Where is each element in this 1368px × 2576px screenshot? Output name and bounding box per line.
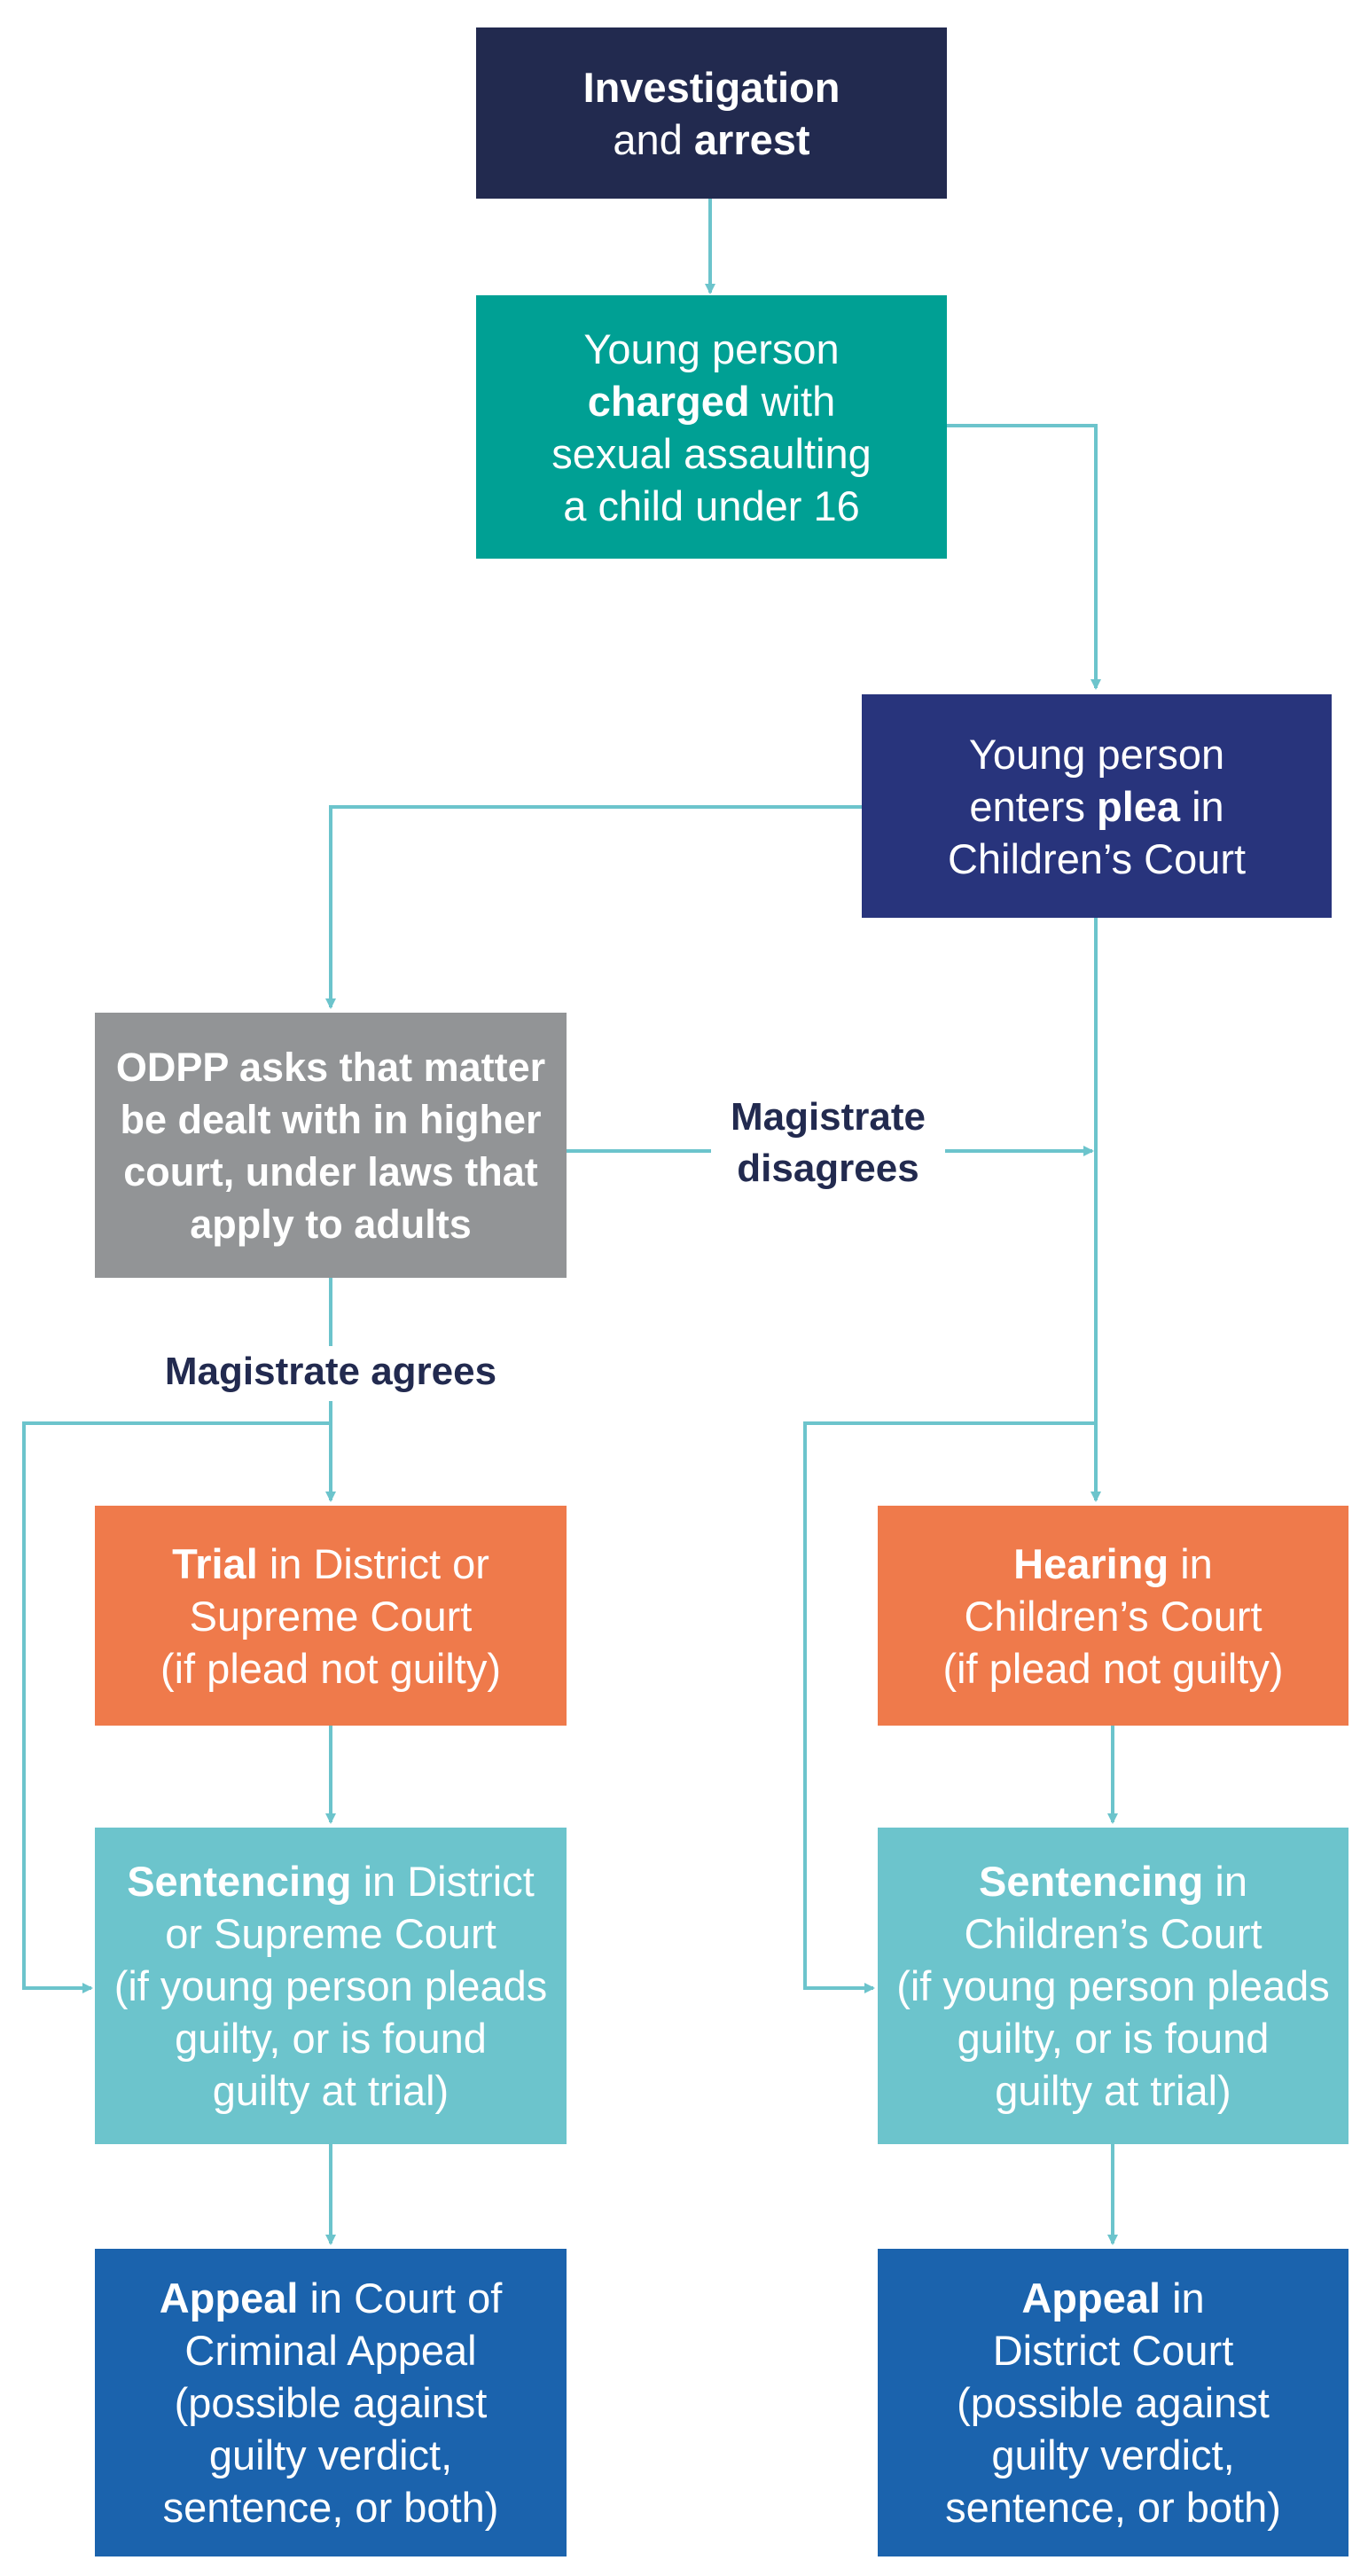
magistrate-agrees-text: Magistrate agrees (164, 1350, 497, 1393)
arrest-text: arrest (693, 115, 810, 163)
trial-line-2: Supreme Court (189, 1592, 473, 1640)
plea-box: Young person enters plea in Children’s C… (862, 694, 1332, 918)
magistrate-agrees-label: Magistrate agrees (133, 1346, 528, 1398)
appeal-district-box: Appeal in District Court (possible again… (878, 2249, 1348, 2556)
magistrate-disagrees-label: Magistrate disagrees (711, 1092, 945, 1194)
sentencing-district-box: Sentencing in District or Supreme Court … (95, 1828, 567, 2144)
appeal-right-line-4: guilty verdict, (991, 2431, 1235, 2478)
plea-line-2-pre: enters (969, 782, 1097, 830)
sentencing-right-line-3: (if young person pleads (896, 1962, 1330, 2009)
odpp-line-4: apply to adults (190, 1201, 472, 1247)
odpp-request-box: ODPP asks that matter be dealt with in h… (95, 1013, 567, 1278)
odpp-line-3: court, under laws that (123, 1148, 538, 1194)
sentencing-left-line-4: guilty, or is found (175, 2015, 487, 2062)
arrow-plea-to-odpp (325, 805, 862, 1009)
plea-line-1: Young person (968, 730, 1225, 778)
magistrate-disagrees-line-2: disagrees (737, 1147, 919, 1190)
charged-line-3: sexual assaulting (551, 429, 872, 477)
plea-bold: plea (1097, 782, 1181, 830)
plea-line-2-post: in (1180, 782, 1224, 830)
odpp-line-1: ODPP asks that matter (115, 1044, 546, 1090)
appeal-criminal-box: Appeal in Court of Criminal Appeal (poss… (95, 2249, 567, 2556)
sentencing-right-line-2: Children’s Court (964, 1910, 1262, 1957)
appeal-left-line-5: sentence, or both) (162, 2484, 499, 2531)
hearing-bold: Hearing (1013, 1539, 1169, 1587)
investigation-and-arrest-box: Investigation and arrest (476, 27, 947, 199)
charged-line-4: a child under 16 (563, 482, 860, 529)
plea-line-3: Children’s Court (947, 834, 1247, 882)
appeal-right-line-2: District Court (992, 2327, 1234, 2374)
sentencing-right-line-1: in (1203, 1858, 1247, 1905)
trial-line-3: (if plead not guilty) (160, 1644, 502, 1692)
appeal-left-line-1: in Court of (298, 2275, 503, 2322)
arrow-charged-to-plea (947, 424, 1101, 690)
sentencing-left-line-1: in District (351, 1858, 535, 1905)
hearing-box: Hearing in Children’s Court (if plead no… (878, 1506, 1348, 1726)
arrow-left-bypass-to-sentencing (22, 1421, 331, 1993)
hearing-line-2: Children’s Court (964, 1592, 1262, 1640)
sentencing-right-line-4: guilty, or is found (957, 2015, 1270, 2062)
trial-line-1: in District or (257, 1539, 489, 1587)
hearing-line-1: in (1169, 1539, 1213, 1587)
appeal-left-line-4: guilty verdict, (208, 2431, 453, 2478)
charged-line-2: with (749, 377, 836, 425)
sentencing-left-line-3: (if young person pleads (113, 1962, 548, 2009)
odpp-line-2: be dealt with in higher (120, 1096, 542, 1142)
appeal-right-bold: Appeal (1021, 2275, 1161, 2322)
appeal-right-line-5: sentence, or both) (945, 2484, 1281, 2531)
appeal-left-line-3: (possible against (174, 2379, 488, 2426)
charged-bold: charged (587, 377, 750, 425)
appeal-right-line-3: (possible against (957, 2379, 1270, 2426)
investigation-text: Investigation (582, 63, 840, 111)
sentencing-childrens-box: Sentencing in Children’s Court (if young… (878, 1828, 1348, 2144)
sentencing-left-line-5: guilty at trial) (212, 2067, 449, 2114)
hearing-line-3: (if plead not guilty) (942, 1644, 1284, 1692)
appeal-right-line-1: in (1161, 2275, 1205, 2322)
charged-line-1: Young person (583, 325, 840, 372)
appeal-left-bold: Appeal (159, 2275, 299, 2322)
arrow-right-bypass-to-sentencing (803, 1421, 1096, 1993)
charged-box: Young person charged with sexual assault… (476, 295, 947, 559)
sentencing-left-line-2: or Supreme Court (165, 1910, 496, 1957)
sentencing-left-bold: Sentencing (127, 1858, 352, 1905)
trial-bold: Trial (172, 1539, 258, 1587)
magistrate-disagrees-line-1: Magistrate (730, 1095, 926, 1139)
sentencing-right-line-5: guilty at trial) (995, 2067, 1231, 2114)
appeal-left-line-2: Criminal Appeal (184, 2327, 477, 2374)
trial-box: Trial in District or Supreme Court (if p… (95, 1506, 567, 1726)
and-text: and (613, 115, 694, 163)
sentencing-right-bold: Sentencing (979, 1858, 1204, 1905)
